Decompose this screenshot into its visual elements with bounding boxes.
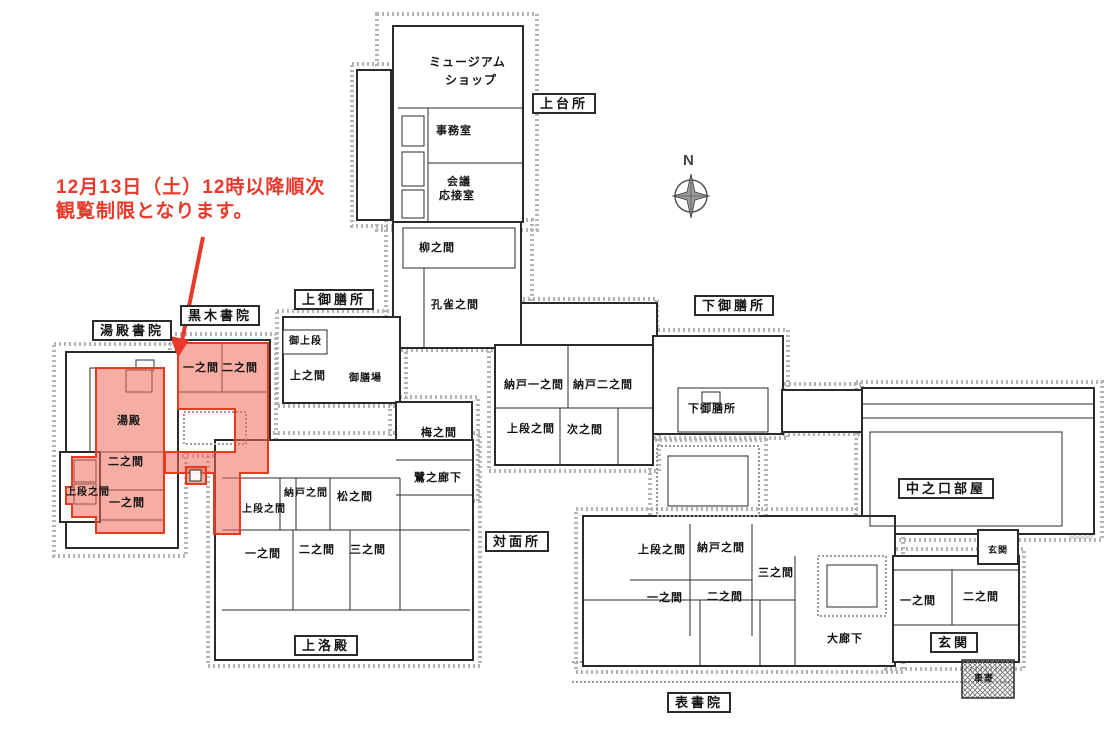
room-label: 上段之間 <box>66 487 110 498</box>
building-label: 黒木書院 <box>180 305 261 326</box>
room-label: 梅之間 <box>421 427 457 439</box>
building-label: 上台所 <box>532 93 597 114</box>
building-walls <box>59 25 1095 699</box>
room-label: ミュージアム <box>429 55 506 69</box>
building-label: 下御膳所 <box>694 295 775 316</box>
room-label: 玄関 <box>988 545 1009 555</box>
room-label: 柳之間 <box>419 242 455 254</box>
room-label: 御膳場 <box>349 373 382 384</box>
room-label: 二之間 <box>707 591 743 603</box>
compass-icon <box>671 173 711 219</box>
room-label: 納戸一之間 <box>504 379 564 391</box>
building-label: 対面所 <box>485 531 550 552</box>
room-label: 三之間 <box>758 567 794 579</box>
room-label: 上段之間 <box>242 504 286 515</box>
building-label: 中之口部屋 <box>898 478 995 499</box>
building-label: 上御膳所 <box>294 289 375 310</box>
building-label: 玄関 <box>930 632 979 653</box>
room-label: 納戸之間 <box>697 542 745 554</box>
room-label: 二之間 <box>963 591 999 603</box>
compass-north-label: N <box>683 152 694 169</box>
restriction-annotation-line1: 12月13日（土）12時以降順次 <box>56 177 326 198</box>
building-label: 上洛殿 <box>294 635 359 656</box>
room-label: 三之間 <box>350 544 386 556</box>
room-label: ショップ <box>445 73 498 87</box>
room-label: 上段之間 <box>638 544 686 556</box>
room-label: 孔雀之間 <box>431 299 479 311</box>
room-label: 会議 <box>447 176 471 188</box>
room-label: 二之間 <box>108 456 144 468</box>
room-label: 松之間 <box>337 491 373 503</box>
room-label: 大廊下 <box>827 633 863 645</box>
restriction-annotation: 12月13日（土）12時以降順次 観覧制限となります。 <box>56 176 325 224</box>
room-label: 上之間 <box>290 370 326 382</box>
room-label: 一之間 <box>109 497 145 509</box>
room-label: 一之間 <box>183 362 219 374</box>
room-label: 車寄 <box>974 673 995 683</box>
room-label: 応接室 <box>439 190 475 202</box>
restricted-area-highlight <box>65 342 269 535</box>
building-label: 湯殿書院 <box>92 320 173 341</box>
restriction-annotation-line2: 観覧制限となります。 <box>56 200 254 222</box>
room-label: 湯殿 <box>117 415 141 427</box>
room-label: 納戸之間 <box>284 488 328 499</box>
room-label: 二之間 <box>299 544 335 556</box>
annotation-arrow <box>170 236 205 358</box>
room-label: 一之間 <box>647 592 683 604</box>
room-label: 御上段 <box>289 336 322 347</box>
room-label: 二之間 <box>222 362 258 374</box>
room-label: 次之間 <box>567 424 603 436</box>
room-label: 一之間 <box>900 595 936 607</box>
room-label: 上段之間 <box>507 423 555 435</box>
room-label: 下御膳所 <box>688 403 736 415</box>
building-label: 表書院 <box>667 692 732 713</box>
room-label: 一之間 <box>245 548 281 560</box>
room-label: 事務室 <box>436 125 472 137</box>
carriage-porch <box>961 659 1015 699</box>
room-label: 鷺之廊下 <box>414 472 462 484</box>
room-label: 納戸二之間 <box>573 379 633 391</box>
